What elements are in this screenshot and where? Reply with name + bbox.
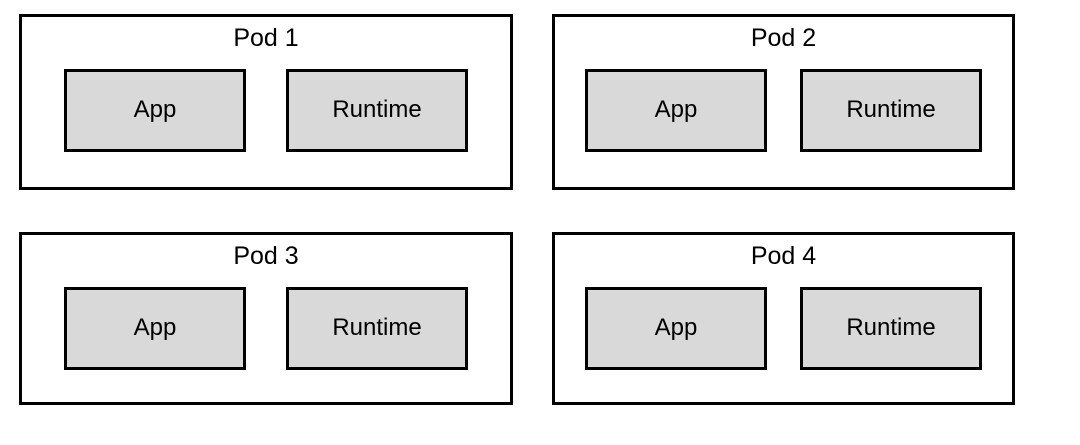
pod-2-container-row: App Runtime xyxy=(555,68,1012,152)
pod-4-title: Pod 4 xyxy=(750,242,817,270)
pod-4-app-box: App xyxy=(585,286,767,370)
pod-1-runtime-label: Runtime xyxy=(332,96,422,123)
pod-3-runtime-label: Runtime xyxy=(332,314,422,341)
pod-3-app-box: App xyxy=(64,286,246,370)
pod-3-box: Pod 3 App Runtime xyxy=(19,232,513,405)
pod-2-title: Pod 2 xyxy=(750,24,817,52)
pod-4-box: Pod 4 App Runtime xyxy=(552,232,1015,405)
pod-1-container-row: App Runtime xyxy=(22,68,510,152)
pod-1-runtime-box: Runtime xyxy=(286,68,468,152)
pod-2-box: Pod 2 App Runtime xyxy=(552,14,1015,190)
pod-4-runtime-label: Runtime xyxy=(846,314,936,341)
pod-2-runtime-label: Runtime xyxy=(846,96,936,123)
pod-1-app-box: App xyxy=(64,68,246,152)
pod-4-runtime-box: Runtime xyxy=(800,286,982,370)
pod-4-app-label: App xyxy=(654,314,698,341)
pod-3-title: Pod 3 xyxy=(233,242,299,270)
pod-3-runtime-box: Runtime xyxy=(286,286,468,370)
pod-1-box: Pod 1 App Runtime xyxy=(19,14,513,190)
pod-2-app-box: App xyxy=(585,68,767,152)
pod-2-app-label: App xyxy=(654,96,698,123)
pod-3-app-label: App xyxy=(133,314,177,341)
pod-1-app-label: App xyxy=(133,96,177,123)
pod-4-container-row: App Runtime xyxy=(555,286,1012,370)
pod-3-container-row: App Runtime xyxy=(22,286,510,370)
pod-2-runtime-box: Runtime xyxy=(800,68,982,152)
pod-1-title: Pod 1 xyxy=(233,24,299,52)
